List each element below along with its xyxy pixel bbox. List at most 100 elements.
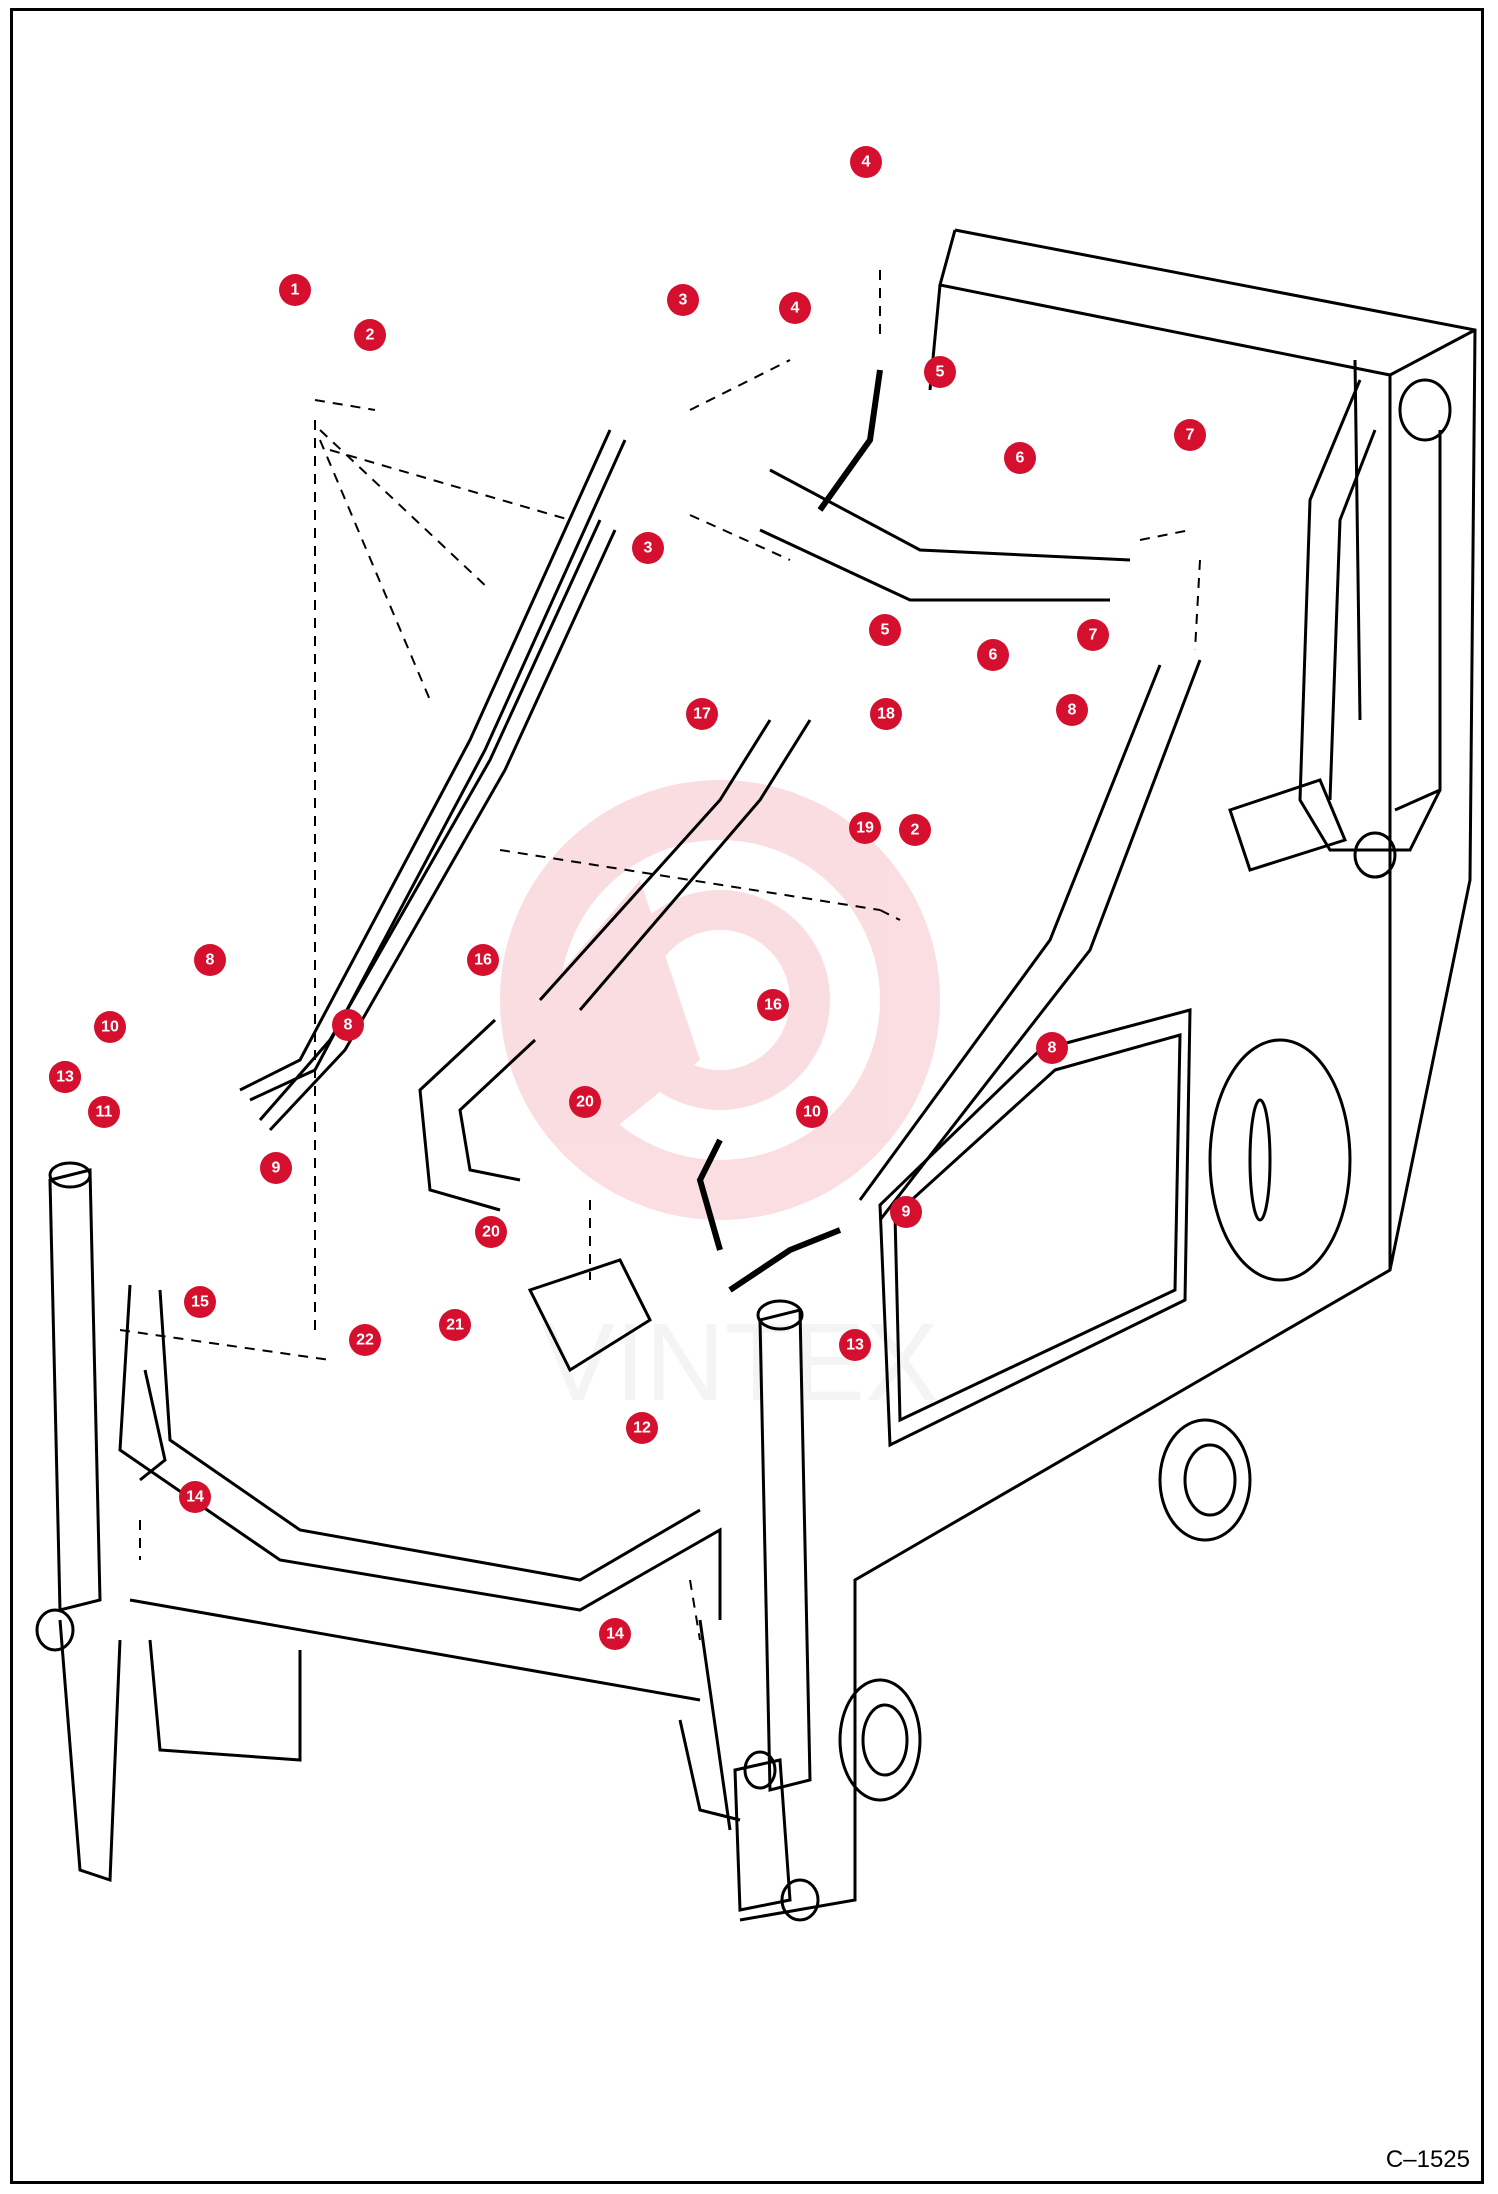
- callout-marker: [977, 639, 1009, 671]
- callout-marker: [349, 1324, 381, 1356]
- callout-marker: [569, 1086, 601, 1118]
- callout-marker: [279, 274, 311, 306]
- callout-13: 13: [49, 1061, 81, 1093]
- callout-4: 4: [850, 146, 882, 178]
- callout-layer: 1233445566778888991010111112131314141516…: [49, 146, 1206, 1650]
- callout-8: 8: [1036, 1032, 1068, 1064]
- callout-label: 16: [474, 952, 492, 969]
- callout-12: 12: [626, 1412, 658, 1444]
- callout-16: 16: [757, 989, 789, 1021]
- callout-label: 7: [1186, 427, 1195, 444]
- callout-3: 3: [632, 532, 664, 564]
- callout-marker: [439, 1309, 471, 1341]
- callout-label: 17: [693, 706, 711, 723]
- callout-marker: [332, 1009, 364, 1041]
- callout-marker: [667, 284, 699, 316]
- callout-22: 22: [349, 1324, 381, 1356]
- machine-frame: [37, 230, 1475, 1920]
- callout-marker: [354, 319, 386, 351]
- callout-marker: [890, 1196, 922, 1228]
- callout-marker: [779, 292, 811, 324]
- callout-17: 17: [686, 698, 718, 730]
- callout-18: 18: [870, 698, 902, 730]
- callout-21: 21: [439, 1309, 471, 1341]
- callout-label: 14: [606, 1626, 624, 1643]
- callout-6: 6: [1004, 442, 1036, 474]
- callout-marker: [1004, 442, 1036, 474]
- figure-border: [10, 8, 1484, 2184]
- callout-marker: [849, 812, 881, 844]
- callout-2: 2: [899, 814, 931, 846]
- callout-14: 14: [599, 1618, 631, 1650]
- callout-marker: [49, 1061, 81, 1093]
- callout-marker: [899, 814, 931, 846]
- callout-label: 20: [482, 1224, 500, 1241]
- callout-8: 8: [1056, 694, 1088, 726]
- callout-label: 6: [1016, 450, 1025, 467]
- callout-marker: [1077, 619, 1109, 651]
- callout-label: 1: [291, 282, 300, 299]
- callout-label: 9: [272, 1160, 281, 1177]
- callout-label: 8: [206, 952, 215, 969]
- callout-marker: [599, 1618, 631, 1650]
- callout-marker: [757, 989, 789, 1021]
- callout-marker: [1056, 694, 1088, 726]
- callout-20: 20: [475, 1216, 507, 1248]
- callout-2: 2: [354, 319, 386, 351]
- callout-label: 10: [101, 1019, 119, 1036]
- callout-marker: [467, 944, 499, 976]
- callout-label: 6: [989, 647, 998, 664]
- callout-11: 11: [88, 1096, 120, 1128]
- callout-marker: [88, 1096, 120, 1128]
- callout-label: 19: [856, 820, 874, 837]
- callout-label: 4: [791, 300, 800, 317]
- callout-marker: [194, 944, 226, 976]
- callout-label: 22: [356, 1332, 374, 1349]
- callout-marker: [870, 698, 902, 730]
- callout-6: 6: [977, 639, 1009, 671]
- callout-marker: [632, 532, 664, 564]
- callout-label: 21: [446, 1317, 464, 1334]
- callout-label: 2: [366, 327, 375, 344]
- callout-5: 5: [924, 356, 956, 388]
- watermark-logo: VINTEX: [500, 780, 940, 1424]
- callout-8: 8: [194, 944, 226, 976]
- watermark-text: VINTEX: [541, 1301, 938, 1424]
- callout-8: 8: [332, 1009, 364, 1041]
- callout-3: 3: [667, 284, 699, 316]
- callout-19: 19: [849, 812, 881, 844]
- callout-10: 10: [94, 1011, 126, 1043]
- callout-marker: [260, 1152, 292, 1184]
- callout-label: 15: [191, 1294, 209, 1311]
- callout-marker: [184, 1286, 216, 1318]
- callout-4: 4: [779, 292, 811, 324]
- callout-marker: [1036, 1032, 1068, 1064]
- callout-16: 16: [467, 944, 499, 976]
- callout-marker: [796, 1096, 828, 1128]
- callout-marker: [686, 698, 718, 730]
- callout-label: 5: [936, 364, 945, 381]
- callout-marker: [179, 1481, 211, 1513]
- callout-label: 8: [344, 1017, 353, 1034]
- callout-label: 4: [862, 154, 871, 171]
- callout-label: 13: [56, 1069, 74, 1086]
- callout-marker: [626, 1412, 658, 1444]
- callout-marker: [869, 614, 901, 646]
- callout-label: 8: [1048, 1040, 1057, 1057]
- callout-label: 5: [881, 622, 890, 639]
- callout-10: 10: [796, 1096, 828, 1128]
- callout-marker: [850, 146, 882, 178]
- callout-marker: [475, 1216, 507, 1248]
- callout-label: 3: [644, 540, 653, 557]
- callout-1: 1: [279, 274, 311, 306]
- callout-label: 7: [1089, 627, 1098, 644]
- figure-code: C–1525: [1385, 2146, 1470, 2173]
- callout-label: 2: [911, 822, 920, 839]
- callout-label: 11: [96, 1104, 113, 1121]
- callout-label: 20: [576, 1094, 594, 1111]
- callout-label: 14: [186, 1489, 204, 1506]
- callout-label: 9: [902, 1204, 911, 1221]
- callout-label: 16: [764, 997, 782, 1014]
- callout-marker: [839, 1329, 871, 1361]
